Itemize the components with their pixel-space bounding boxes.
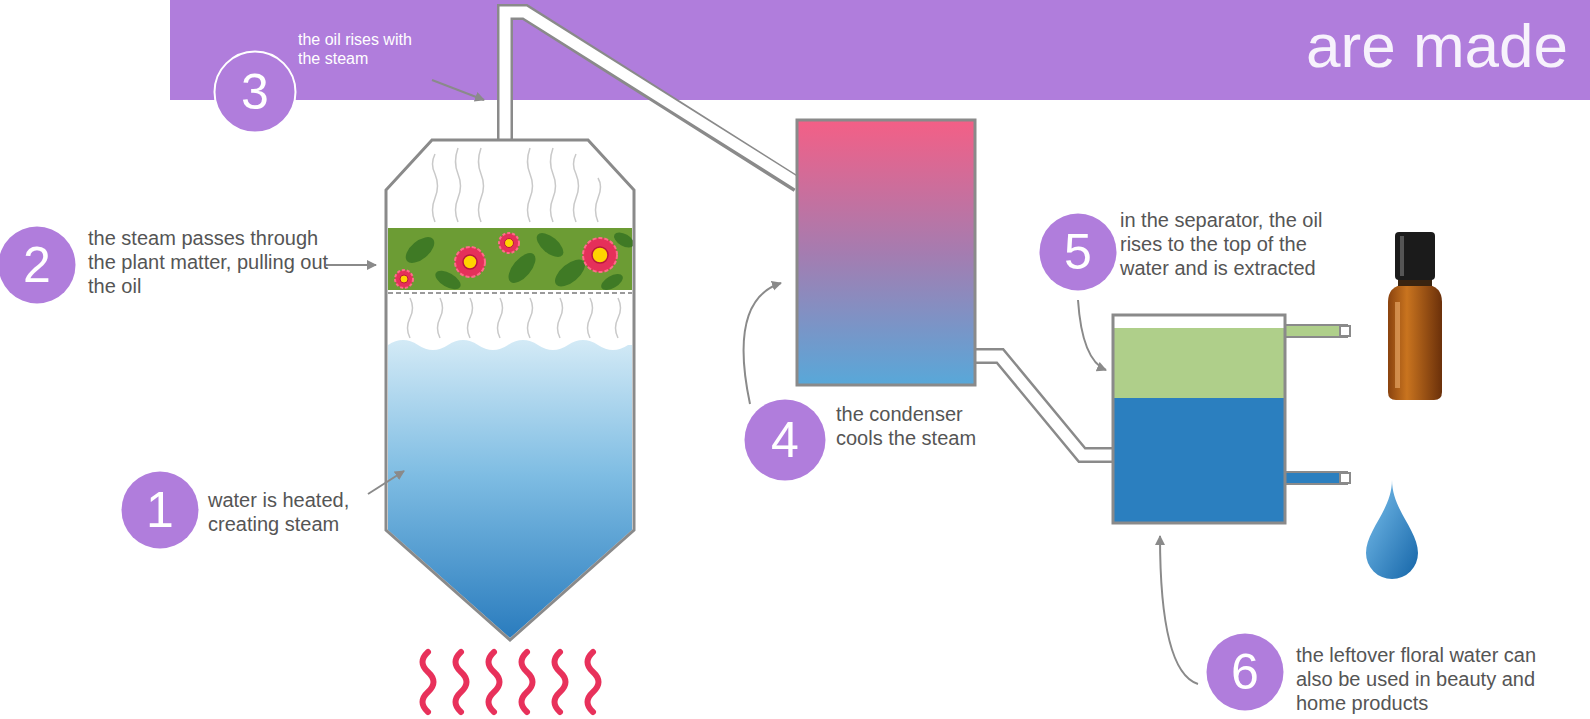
flower [395,270,413,288]
flower [455,247,485,277]
mesh-screen [388,292,632,294]
step-description: the oil rises with the steam [298,30,422,68]
circle-shape [745,400,826,481]
flower-centre [505,239,514,248]
circle-shape [1040,214,1117,291]
step-description: the leftover floral water can also be us… [1296,643,1554,715]
bottle-cap [1395,232,1435,280]
steam-line [558,298,563,338]
flower [499,233,519,253]
callout-number: 5 [1064,227,1092,277]
circle-shape [0,227,76,304]
steam-line [456,148,461,222]
oil-spout [1285,325,1347,337]
steam-line [551,148,556,222]
callout-number: 2 [23,240,51,290]
flower-centre [463,255,477,269]
leader-arrow [744,283,781,404]
circle-shape [122,472,199,549]
heat-wave [555,652,566,712]
leaf [599,271,626,293]
oil-layer [1114,328,1284,398]
step-description: water is heated, creating steam [208,488,378,536]
step-description: the condenser cools the steam [836,402,1001,450]
boiling-water [388,340,632,638]
vessel-outline [386,140,634,640]
separator-outline [1113,315,1285,523]
callout-number: 4 [771,415,799,465]
steam-line [498,298,503,338]
step-description: in the separator, the oil rises to the t… [1120,208,1355,280]
callout-number: 3 [241,67,269,117]
leaf [401,232,439,268]
steam-line [574,154,579,222]
steam-line [468,298,473,338]
heat-wave [489,652,500,712]
step-description: the steam passes through the plant matte… [88,226,333,298]
flower [583,238,617,272]
callout-circle: 3 [213,50,297,134]
flower-centre [400,275,408,283]
leader-arrow [368,471,404,494]
heat-wave [423,652,434,712]
circle-shape [215,52,296,133]
steam-line [408,298,413,338]
circle-shape [1207,634,1284,711]
steam-line [616,298,621,338]
flower-centre [592,247,608,263]
heat-wave [456,652,467,712]
steam-line [433,154,438,222]
water-layer [1114,398,1284,522]
heat-wave [588,652,599,712]
leader-arrow [326,264,376,266]
cap-highlight [1400,236,1404,276]
leaf [533,229,568,262]
steam-line [528,298,533,338]
still-vessel [386,140,637,640]
leaf [550,255,589,292]
callout-circle: 5 [1038,212,1118,292]
callout-circle: 6 [1205,632,1285,712]
separator [1113,315,1350,523]
leader-arrows [326,80,1198,684]
leader-arrow [432,80,484,100]
plant-matter [388,228,632,290]
callout-circle: 1 [120,470,200,550]
steam-line [438,298,443,338]
water-drop [1366,480,1418,579]
steam-line [596,178,601,222]
title: are made [1306,12,1568,80]
heat-waves [423,652,599,712]
vessel-body [386,140,634,640]
callout-circle: 4 [743,398,827,482]
leader-arrow [1078,300,1106,370]
callout-number: 6 [1231,647,1259,697]
leaves [401,229,636,294]
steam-line [528,148,533,222]
flowers [395,233,617,288]
bottle-body [1388,284,1442,400]
spout-cap [1340,326,1350,336]
oil-bottle [1388,232,1442,400]
steam-line [479,148,484,222]
callout-number: 1 [146,485,174,535]
steam-line [588,298,593,338]
header-band [170,0,1590,100]
spout-cap [1340,473,1350,483]
heat-wave [522,652,533,712]
callout-circle: 2 [0,225,77,305]
water-spout [1285,472,1347,484]
bottle-highlight [1395,302,1400,388]
distillate-pipe-inner [972,356,1116,455]
leader-arrow [1160,536,1198,684]
condenser [797,120,975,385]
separator-body [1113,315,1285,523]
leaf [504,248,541,287]
